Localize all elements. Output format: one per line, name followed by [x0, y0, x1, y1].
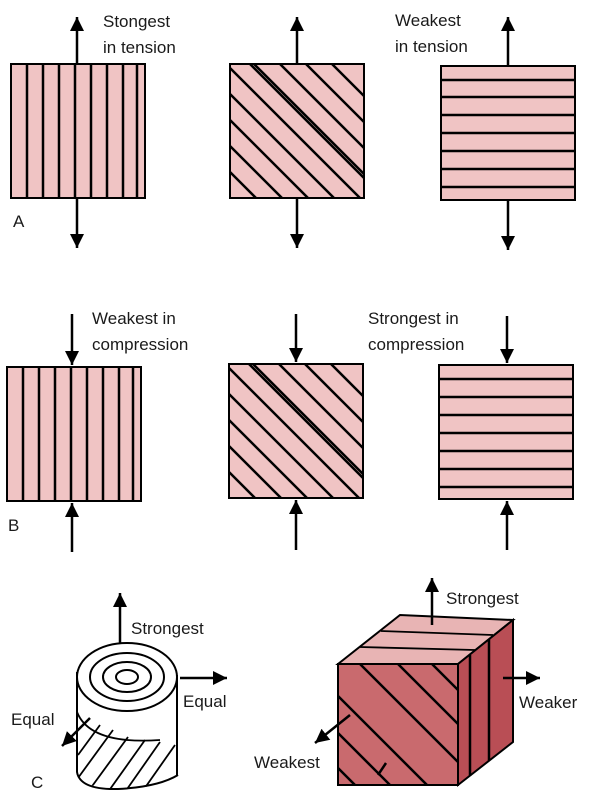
log-arrow-left — [61, 717, 91, 747]
block-b1-vertical-grain — [6, 366, 142, 502]
label-b-strongest-compression-line2: compression — [368, 335, 464, 354]
label-a-strongest-tension-line2: in tension — [103, 38, 176, 57]
panel-c: Strongest Equal Equal — [11, 578, 578, 792]
panel-b: Weakest in compression Strongest in comp… — [6, 309, 574, 552]
label-log-equal-right: Equal — [183, 692, 226, 711]
wood-cube — [335, 613, 516, 788]
label-b-weakest-compression-line2: compression — [92, 335, 188, 354]
panel-a: Stongest in tension Weakest in tension A — [10, 11, 576, 250]
block-a2-diagonal-grain — [229, 63, 365, 199]
label-b-strongest-compression-line1: Strongest in — [368, 309, 459, 328]
block-b3-horizontal-grain — [438, 364, 574, 500]
label-cube-strongest: Strongest — [446, 589, 519, 608]
cube-arrow-left — [314, 714, 351, 744]
panel-letter-b: B — [8, 516, 19, 535]
panel-letter-c: C — [31, 773, 43, 792]
label-a-strongest-tension-line1: Stongest — [103, 12, 170, 31]
label-a-weakest-tension-line2: in tension — [395, 37, 468, 56]
log-cylinder — [76, 642, 179, 791]
label-cube-weaker: Weaker — [519, 693, 578, 712]
panel-letter-a: A — [13, 212, 25, 231]
block-b2-diagonal-grain — [228, 363, 364, 499]
block-a3-horizontal-grain — [440, 65, 576, 201]
block-a1-vertical-grain — [10, 63, 146, 199]
label-log-strongest: Strongest — [131, 619, 204, 638]
cube-front-face — [337, 663, 459, 786]
label-log-equal-left: Equal — [11, 710, 54, 729]
label-b-weakest-compression-line1: Weakest in — [92, 309, 176, 328]
label-a-weakest-tension-line1: Weakest — [395, 11, 461, 30]
label-cube-weakest: Weakest — [254, 753, 320, 772]
